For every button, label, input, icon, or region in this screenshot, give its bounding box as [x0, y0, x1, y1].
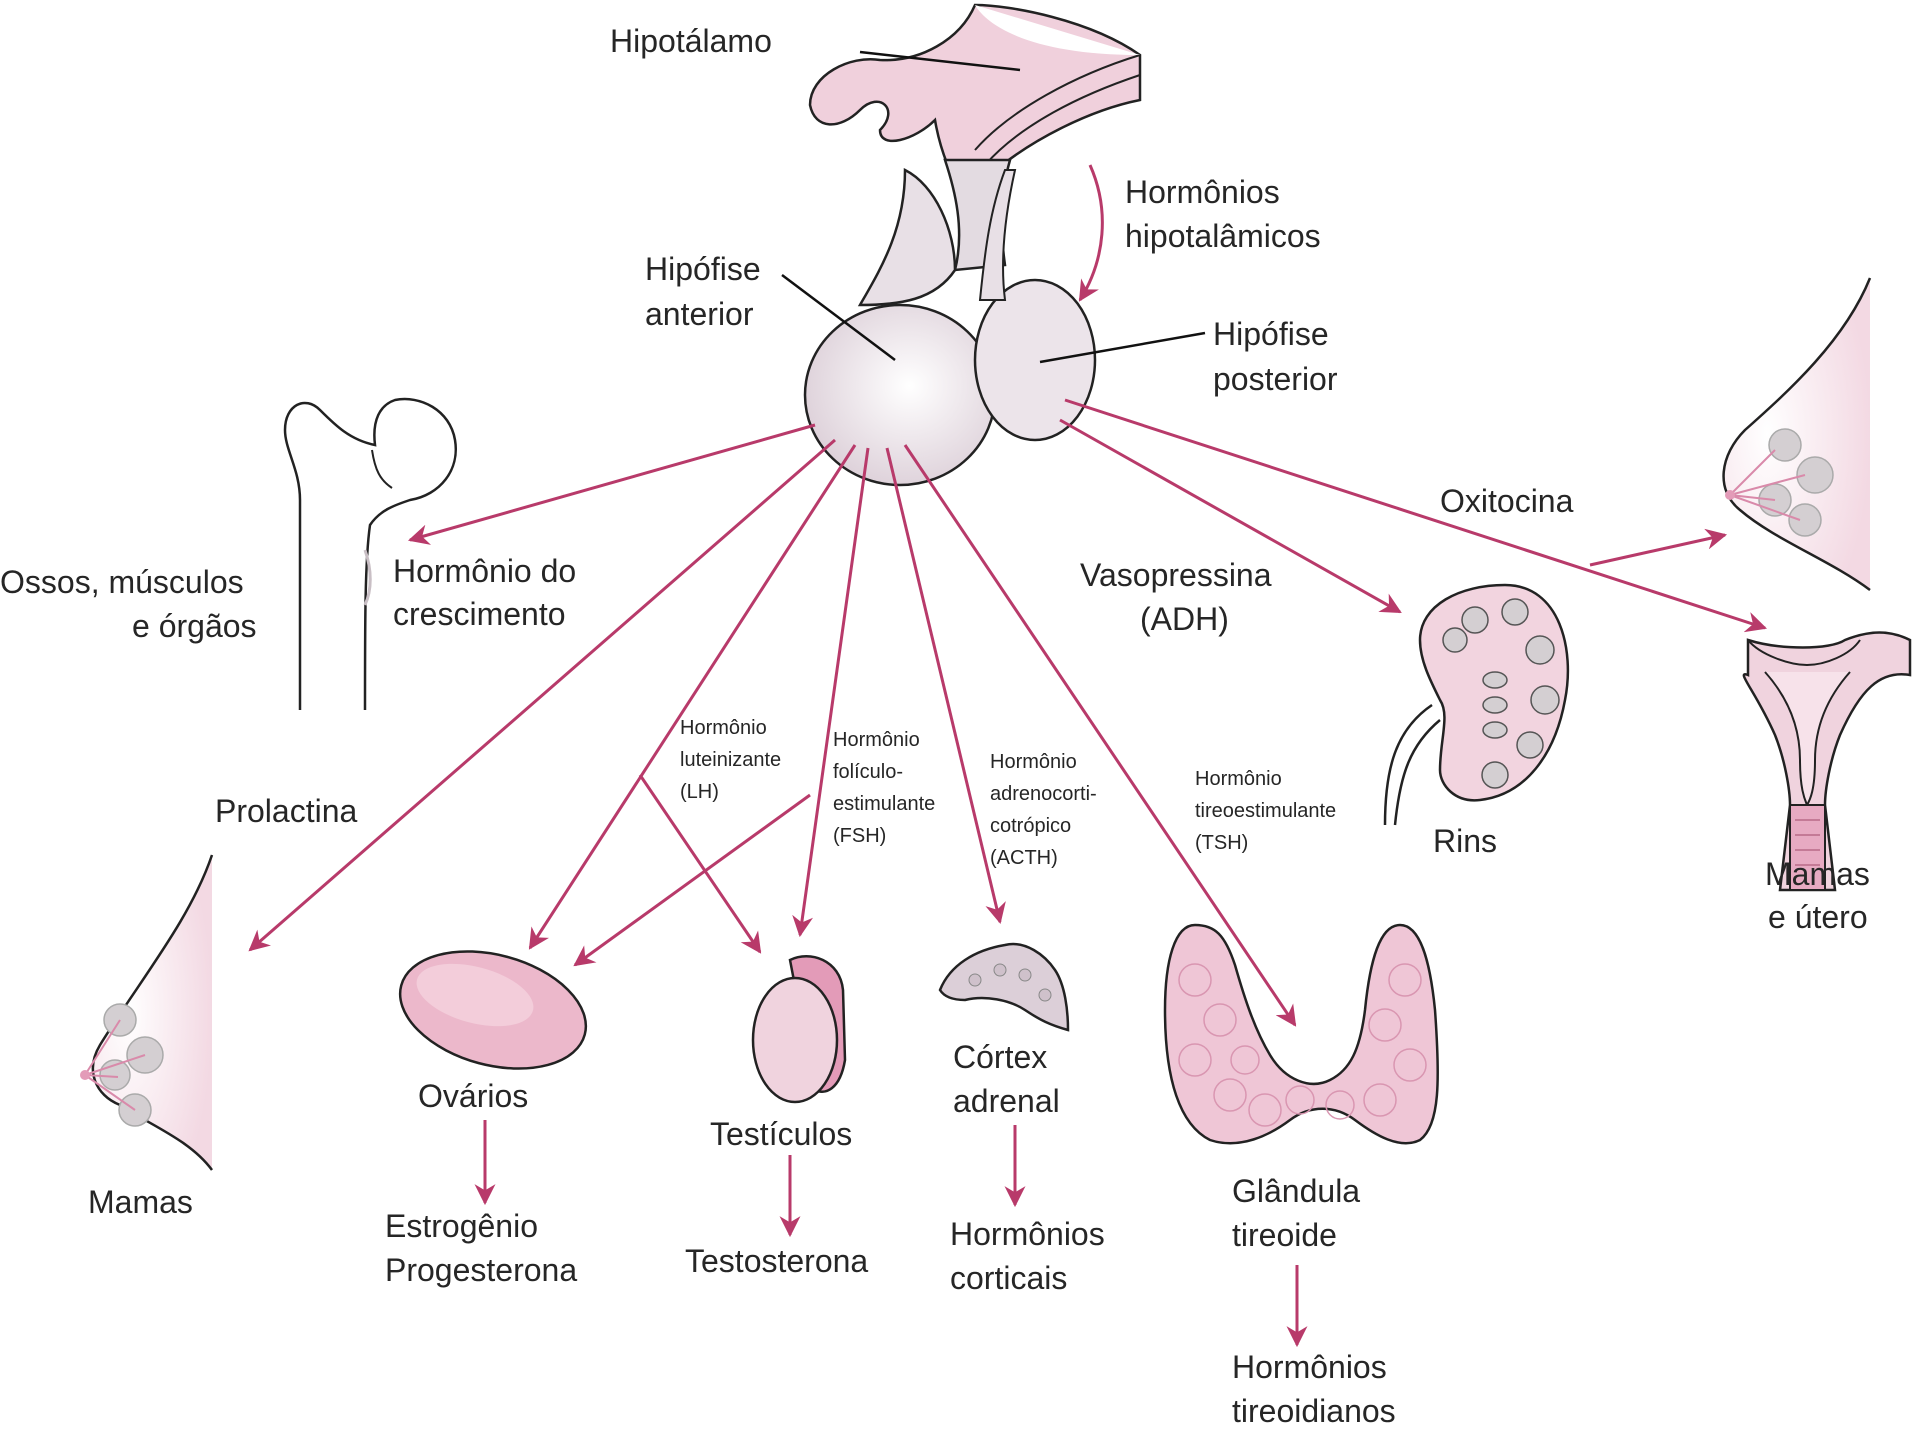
anterior-pituitary-label-line2: anterior	[645, 296, 754, 332]
hypothalamic-hormones-label-line1: Hormônios	[1125, 174, 1280, 210]
tsh-label-line1: Hormônio	[1195, 768, 1282, 790]
cortical-hormones-label-line1: Hormônios	[950, 1216, 1105, 1252]
hypothalamus-illustration	[808, 3, 1142, 203]
hormone-arrows	[248, 398, 1767, 1348]
tsh-label-line2: tireoestimulante	[1195, 800, 1336, 822]
bones-label-line1: Ossos, músculos	[0, 564, 244, 600]
growth-hormone-label-line1: Hormônio do	[393, 553, 576, 589]
anterior-pituitary-leader	[781, 274, 896, 361]
progesterone-label: Progesterona	[385, 1252, 577, 1288]
fsh-label-line1: Hormônio	[833, 729, 920, 751]
vasopressin-arrow	[1059, 418, 1402, 614]
ovaries-label: Ovários	[418, 1078, 528, 1114]
thyroid-hormones-label-line1: Hormônios	[1232, 1349, 1387, 1385]
breast-left-illustration	[80, 854, 214, 1171]
posterior-pituitary-shape	[973, 169, 1097, 442]
hypothalamic-hormones-label-line2: hipotalâmicos	[1125, 218, 1321, 254]
growth-hormone-arrow	[407, 423, 816, 545]
cortical-hormones-label-line2: corticais	[950, 1260, 1067, 1296]
bones-label-line2: e órgãos	[132, 608, 257, 644]
hypothalamic-hormones-arrow	[1078, 164, 1104, 302]
posterior-pituitary-label-line1: Hipófise	[1213, 316, 1329, 352]
testis-illustration	[751, 955, 847, 1104]
lh-label-line3: (LH)	[680, 781, 719, 803]
thyroid-label-line1: Glândula	[1232, 1173, 1360, 1209]
fsh-testis-arrow	[792, 447, 870, 938]
anterior-pituitary-shape	[803, 167, 997, 487]
tsh-label-line3: (TSH)	[1195, 832, 1248, 854]
tsh-arrow	[903, 444, 1297, 1027]
fsh-label-line2: folículo-	[833, 761, 903, 783]
oxytocin-label: Oxitocina	[1440, 483, 1574, 519]
acth-arrow	[885, 447, 1006, 925]
adrenal-cortex-label-line2: adrenal	[953, 1083, 1060, 1119]
vasopressin-label-line2: (ADH)	[1140, 601, 1229, 637]
prolactin-arrow	[248, 438, 836, 952]
bone-illustration	[283, 397, 458, 711]
fsh-ovary-arrow	[573, 793, 811, 967]
fsh-label-line4: (FSH)	[833, 825, 886, 847]
lh-label-line2: luteinizante	[680, 749, 781, 771]
acth-label-line3: cotrópico	[990, 815, 1071, 837]
testes-label: Testículos	[710, 1116, 852, 1152]
fsh-label-line3: estimulante	[833, 793, 935, 815]
uterus-illustration	[1742, 631, 1912, 892]
adrenal-illustration	[938, 942, 1070, 1032]
oxytocin-breast-arrow	[1589, 528, 1728, 567]
testosterone-label: Testosterona	[685, 1243, 868, 1279]
acth-label-line2: adrenocorti-	[990, 783, 1097, 805]
prolactin-label: Prolactina	[215, 793, 358, 829]
thyroid-hormones-label-line2: tireoidianos	[1232, 1393, 1396, 1429]
acth-label-line4: (ACTH)	[990, 847, 1058, 869]
breasts-uterus-label-line1: Mamas	[1765, 856, 1870, 892]
hypothalamus-leader	[859, 50, 1021, 72]
kidney-illustration	[1383, 583, 1570, 826]
vasopressin-label-line1: Vasopressina	[1080, 557, 1272, 593]
posterior-pituitary-label-line2: posterior	[1213, 361, 1338, 397]
growth-hormone-label-line2: crescimento	[393, 596, 566, 632]
oxytocin-uterus-arrow	[1064, 398, 1767, 633]
adrenal-cortex-label-line1: Córtex	[953, 1039, 1047, 1075]
anterior-pituitary-label-line1: Hipófise	[645, 251, 761, 287]
posterior-pituitary-leader	[1039, 331, 1206, 364]
acth-label-line1: Hormônio	[990, 751, 1077, 773]
breast-right-illustration	[1722, 277, 1872, 592]
kidneys-label: Rins	[1433, 823, 1497, 859]
ovary-illustration	[398, 950, 588, 1070]
thyroid-illustration	[1163, 923, 1440, 1145]
breasts-label: Mamas	[88, 1184, 193, 1220]
estrogen-label: Estrogênio	[385, 1208, 538, 1244]
breasts-uterus-label-line2: e útero	[1768, 899, 1868, 935]
lh-testis-arrow	[638, 774, 762, 954]
thyroid-label-line2: tireoide	[1232, 1217, 1337, 1253]
lh-label-line1: Hormônio	[680, 717, 767, 739]
lh-ovary-arrow	[528, 444, 857, 950]
hypothalamus-label: Hipotálamo	[610, 23, 772, 59]
